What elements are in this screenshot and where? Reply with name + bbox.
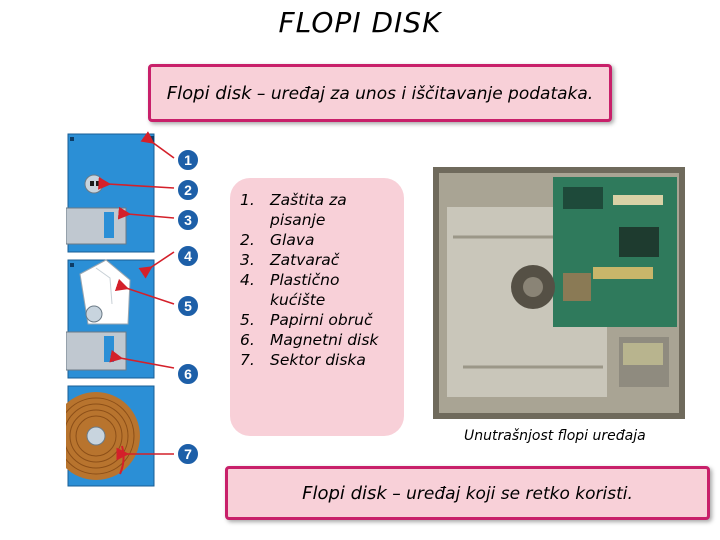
marker-7: 7 bbox=[177, 443, 199, 465]
list-item: 6.Magnetni disk bbox=[240, 330, 398, 350]
number-markers: 1 2 3 4 5 6 7 bbox=[177, 149, 199, 465]
list-item: 2.Glava bbox=[240, 230, 398, 250]
svg-text:3: 3 bbox=[184, 212, 192, 228]
floppy-magnetic-view bbox=[66, 386, 154, 486]
marker-1: 1 bbox=[177, 149, 199, 171]
drive-interior-photo bbox=[433, 167, 685, 419]
list-item: 3.Zatvarač bbox=[240, 250, 398, 270]
list-item: 4.Plastično kućište bbox=[240, 270, 398, 310]
marker-3: 3 bbox=[177, 209, 199, 231]
marker-4: 4 bbox=[177, 245, 199, 267]
note-box: Flopi disk – uređaj koji se retko korist… bbox=[225, 466, 710, 520]
definition-text: – uređaj za unos i iščitavanje podataka. bbox=[252, 84, 594, 104]
floppy-diagram: 1 2 3 4 5 6 7 bbox=[66, 128, 218, 488]
photo-caption: Unutrašnjost flopi uređaja bbox=[464, 428, 646, 444]
definition-box: Flopi disk – uređaj za unos i iščitavanj… bbox=[148, 64, 612, 122]
floppy-open-view bbox=[66, 260, 154, 378]
list-item: 1.Zaštita za pisanje bbox=[240, 190, 398, 230]
note-term: Flopi disk bbox=[302, 483, 387, 504]
svg-text:4: 4 bbox=[184, 248, 192, 264]
list-item: 7.Sektor diska bbox=[240, 350, 398, 370]
parts-list: 1.Zaštita za pisanje 2.Glava 3.Zatvarač … bbox=[240, 190, 398, 370]
marker-5: 5 bbox=[177, 295, 199, 317]
svg-text:7: 7 bbox=[184, 446, 192, 462]
page-title: FLOPI DISK bbox=[0, 6, 720, 39]
marker-6: 6 bbox=[177, 363, 199, 385]
marker-2: 2 bbox=[177, 179, 199, 201]
definition-term: Flopi disk bbox=[167, 83, 252, 104]
svg-text:5: 5 bbox=[184, 298, 192, 314]
floppy-outer-view bbox=[66, 134, 154, 252]
svg-text:1: 1 bbox=[184, 152, 192, 168]
svg-text:6: 6 bbox=[184, 366, 192, 382]
list-item: 5.Papirni obruč bbox=[240, 310, 398, 330]
note-text: – uređaj koji se retko koristi. bbox=[387, 484, 633, 504]
svg-text:2: 2 bbox=[184, 182, 192, 198]
